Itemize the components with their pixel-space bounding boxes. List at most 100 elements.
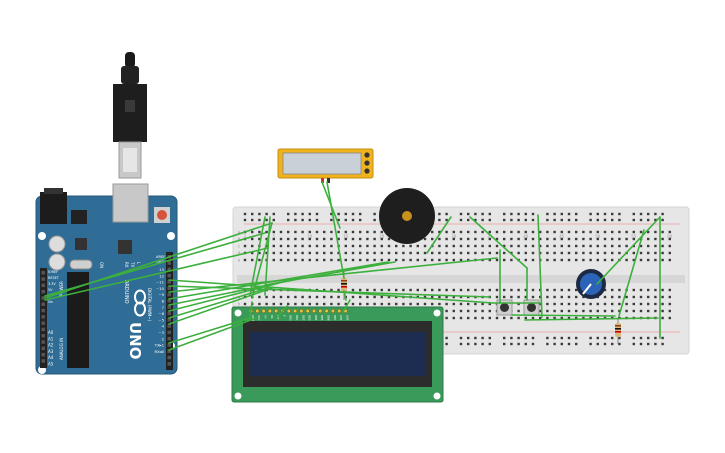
breadboard-hole[interactable] — [272, 302, 275, 306]
rail-hole[interactable] — [373, 218, 376, 222]
breadboard-hole[interactable] — [618, 302, 621, 306]
breadboard-hole[interactable] — [459, 244, 463, 248]
breadboard-hole[interactable] — [387, 244, 391, 248]
breadboard-hole[interactable] — [582, 309, 585, 313]
breadboard-hole[interactable] — [517, 237, 520, 241]
rail-hole[interactable] — [524, 218, 527, 222]
breadboard-hole[interactable] — [294, 251, 297, 255]
breadboard-hole[interactable] — [467, 302, 470, 306]
breadboard-hole[interactable] — [452, 230, 455, 234]
breadboard-hole[interactable] — [661, 244, 664, 248]
breadboard-hole[interactable] — [488, 288, 491, 292]
breadboard-hole[interactable] — [567, 230, 571, 234]
rail-hole[interactable] — [618, 342, 621, 346]
lcd-pin[interactable] — [305, 308, 310, 314]
breadboard-hole[interactable] — [503, 244, 506, 248]
breadboard-hole[interactable] — [251, 244, 254, 248]
lcd-pin[interactable] — [274, 308, 279, 314]
digital-pin[interactable] — [167, 311, 172, 316]
breadboard-hole[interactable] — [625, 244, 628, 248]
header-pin[interactable] — [41, 315, 46, 319]
lcd-pin[interactable] — [299, 308, 304, 314]
rail-hole[interactable] — [589, 212, 592, 216]
breadboard-hole[interactable] — [387, 258, 391, 262]
breadboard-hole[interactable] — [359, 288, 362, 292]
breadboard-hole[interactable] — [308, 237, 311, 241]
breadboard-hole[interactable] — [553, 309, 556, 313]
breadboard-hole[interactable] — [668, 258, 671, 262]
rail-hole[interactable] — [661, 212, 664, 216]
breadboard-hole[interactable] — [294, 295, 297, 299]
wire[interactable] — [326, 181, 345, 279]
digital-pin[interactable] — [167, 362, 172, 366]
rail-hole[interactable] — [308, 212, 311, 216]
breadboard-hole[interactable] — [553, 251, 556, 255]
breadboard-hole[interactable] — [416, 302, 419, 306]
breadboard-hole[interactable] — [611, 295, 614, 299]
breadboard-hole[interactable] — [639, 309, 643, 313]
rail-hole[interactable] — [330, 212, 333, 216]
breadboard-hole[interactable] — [251, 230, 254, 234]
lcd-16x2[interactable]: GNDVCCV0RSRWEDB0DB1DB2DB3DB4DB5DB6DB7LED… — [231, 306, 444, 403]
breadboard-hole[interactable] — [287, 230, 290, 234]
breadboard-hole[interactable] — [315, 237, 319, 241]
breadboard-hole[interactable] — [517, 309, 520, 313]
wire[interactable] — [168, 282, 280, 312]
breadboard-hole[interactable] — [668, 302, 671, 306]
breadboard-hole[interactable] — [380, 244, 383, 248]
breadboard-hole[interactable] — [661, 258, 664, 262]
header-pin[interactable] — [41, 359, 46, 363]
breadboard-hole[interactable] — [459, 309, 463, 313]
breadboard-hole[interactable] — [445, 258, 448, 262]
breadboard-hole[interactable] — [517, 295, 520, 299]
breadboard-hole[interactable] — [553, 302, 556, 306]
breadboard-hole[interactable] — [625, 295, 628, 299]
wire[interactable] — [342, 299, 351, 313]
breadboard-hole[interactable] — [279, 258, 283, 262]
breadboard-hole[interactable] — [474, 309, 477, 313]
breadboard-hole[interactable] — [503, 237, 506, 241]
breadboard-hole[interactable] — [409, 302, 412, 306]
lcd-pin[interactable] — [267, 308, 272, 314]
breadboard-hole[interactable] — [265, 302, 268, 306]
breadboard-hole[interactable] — [647, 309, 650, 313]
breadboard-hole[interactable] — [395, 288, 398, 292]
breadboard-hole[interactable] — [503, 230, 506, 234]
breadboard-hole[interactable] — [452, 295, 455, 299]
breadboard-hole[interactable] — [654, 295, 657, 299]
breadboard-hole[interactable] — [567, 302, 571, 306]
breadboard-hole[interactable] — [603, 295, 607, 299]
breadboard-hole[interactable] — [294, 230, 297, 234]
breadboard-hole[interactable] — [553, 316, 556, 320]
rail-hole[interactable] — [596, 212, 599, 216]
breadboard-hole[interactable] — [395, 244, 398, 248]
breadboard-hole[interactable] — [279, 244, 283, 248]
breadboard-hole[interactable] — [416, 244, 419, 248]
breadboard-hole[interactable] — [632, 295, 635, 299]
breadboard-hole[interactable] — [459, 302, 463, 306]
breadboard-hole[interactable] — [416, 258, 419, 262]
rail-hole[interactable] — [647, 212, 650, 216]
rail-hole[interactable] — [632, 342, 635, 346]
breadboard-hole[interactable] — [287, 237, 290, 241]
rail-hole[interactable] — [459, 218, 463, 222]
breadboard-hole[interactable] — [546, 251, 549, 255]
wire[interactable] — [168, 261, 389, 300]
rail-hole[interactable] — [344, 218, 347, 222]
breadboard-hole[interactable] — [344, 244, 347, 248]
breadboard-hole[interactable] — [560, 251, 563, 255]
rail-hole[interactable] — [294, 218, 297, 222]
breadboard-hole[interactable] — [315, 258, 319, 262]
breadboard-hole[interactable] — [279, 251, 283, 255]
breadboard-hole[interactable] — [423, 258, 427, 262]
breadboard-hole[interactable] — [380, 237, 383, 241]
breadboard-hole[interactable] — [639, 288, 643, 292]
rail-hole[interactable] — [510, 342, 513, 346]
breadboard-hole[interactable] — [315, 244, 319, 248]
wire[interactable] — [168, 257, 498, 293]
breadboard-hole[interactable] — [560, 244, 563, 248]
rail-hole[interactable] — [474, 342, 477, 346]
breadboard-hole[interactable] — [611, 258, 614, 262]
digital-pin[interactable] — [167, 286, 172, 291]
breadboard-hole[interactable] — [330, 258, 333, 262]
